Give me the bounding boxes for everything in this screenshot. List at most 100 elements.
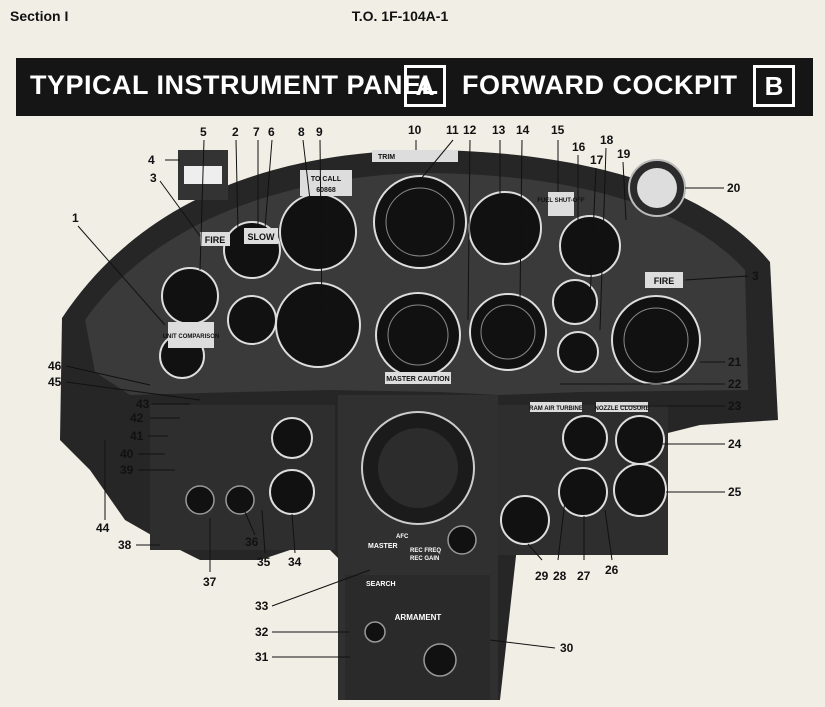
leader-35	[261, 509, 266, 554]
rec-gain-label: REC GAIN	[410, 556, 439, 562]
callout-25: 25	[728, 485, 742, 499]
course-ring	[387, 304, 449, 366]
callout-8: 8	[298, 125, 305, 139]
rec-freq-label: REC FREQ	[410, 548, 441, 554]
pressure-gauge	[615, 415, 665, 465]
leader-8	[302, 139, 311, 201]
callout-numbers: 1 2 3 4 5 6 7 8 9 10 11 12 13 14 15 16 1…	[48, 123, 759, 664]
callout-23: 23	[728, 399, 742, 413]
leader-11	[419, 139, 454, 181]
cabin-alt-gauge	[271, 417, 313, 459]
callout-15: 15	[551, 123, 565, 137]
search-label: SEARCH	[366, 581, 396, 588]
leader-30	[489, 639, 556, 649]
gear-gauge	[269, 469, 315, 515]
leader-12	[467, 139, 471, 321]
callout-33: 33	[255, 599, 269, 613]
fuel-shutoff-light	[548, 192, 574, 216]
callout-24: 24	[728, 437, 742, 451]
knob-3	[423, 643, 457, 677]
callout-34: 34	[288, 555, 302, 569]
callout-27: 27	[577, 569, 591, 583]
turn-indicator	[227, 295, 277, 345]
leader-3a	[159, 180, 201, 237]
callout-6: 6	[268, 125, 275, 139]
leader-lines	[65, 139, 749, 658]
callout-1: 1	[72, 211, 79, 225]
leader-34	[291, 513, 296, 554]
fuel-ring	[623, 307, 689, 373]
tach-gauge	[558, 467, 608, 517]
callout-35: 35	[257, 555, 271, 569]
callout-21: 21	[728, 355, 742, 369]
to-call-number: 60868	[316, 187, 336, 194]
leader-46	[65, 365, 151, 386]
gauges	[159, 175, 701, 545]
callout-10: 10	[408, 123, 422, 137]
altimeter-gauge	[468, 191, 542, 265]
leader-45	[65, 381, 201, 401]
callout-14: 14	[516, 123, 530, 137]
leader-19	[622, 161, 627, 221]
banner-title-right: FORWARD COCKPIT	[462, 70, 738, 100]
exhaust-temp-gauge	[552, 279, 598, 325]
callout-36: 36	[245, 535, 259, 549]
afc-label: AFC	[396, 534, 409, 540]
knob-2	[225, 485, 255, 515]
leader-18	[599, 147, 607, 331]
callout-3b: 3	[752, 269, 759, 283]
airspeed-gauge	[279, 193, 357, 271]
leader-28	[557, 499, 566, 561]
callout-42: 42	[130, 411, 144, 425]
callout-45: 45	[48, 375, 62, 389]
knobs	[185, 485, 477, 677]
callout-2: 2	[232, 125, 239, 139]
rpm-gauge	[559, 215, 621, 277]
leader-2	[235, 139, 239, 233]
knob-4	[447, 525, 477, 555]
heading-indicator	[275, 282, 361, 368]
unit-comparison-box	[168, 322, 214, 348]
callout-40: 40	[120, 447, 134, 461]
nozzle-gauge	[557, 331, 599, 373]
callout-32: 32	[255, 625, 269, 639]
master-label: MASTER	[368, 543, 398, 550]
callout-38: 38	[118, 538, 132, 552]
callout-7: 7	[253, 125, 260, 139]
accel-gauge	[161, 267, 219, 325]
callout-11: 11	[446, 123, 459, 137]
fuel-shutoff-text: FUEL SHUT-OFF	[537, 198, 585, 204]
callout-39: 39	[120, 463, 134, 477]
callout-26: 26	[605, 563, 619, 577]
leader-9	[319, 139, 323, 321]
leader-6	[264, 139, 273, 229]
callout-13: 13	[492, 123, 506, 137]
section-label: Section I	[10, 8, 69, 24]
leader-36	[244, 511, 256, 536]
master-caution-text: MASTER CAUTION	[386, 376, 449, 383]
course-indicator	[375, 292, 461, 378]
title-banner: TYPICAL INSTRUMENT PANEL A FORWARD COCKP…	[16, 58, 813, 116]
callout-5: 5	[200, 125, 207, 139]
unit-comp-text: UNIT COMPARISON	[163, 334, 220, 340]
callout-3a: 3	[150, 171, 157, 185]
leader-29	[527, 543, 543, 561]
ram-air-text: RAM AIR TURBINE	[529, 406, 583, 412]
leader-26	[604, 509, 613, 561]
callout-29: 29	[535, 569, 549, 583]
slow-light	[244, 228, 278, 244]
knob-1	[185, 485, 215, 515]
callout-31: 31	[255, 650, 269, 664]
nozzle-light	[596, 402, 648, 412]
callout-9: 9	[316, 125, 323, 139]
fuel-flow-gauge	[613, 463, 667, 517]
callout-43: 43	[136, 397, 150, 411]
radar-screen	[378, 428, 458, 508]
trim-label: TRIM	[378, 154, 395, 161]
callout-12: 12	[463, 123, 477, 137]
knob-5	[364, 621, 386, 643]
callout-19: 19	[617, 147, 631, 161]
callout-22: 22	[728, 377, 742, 391]
badge-a: A	[404, 65, 446, 107]
